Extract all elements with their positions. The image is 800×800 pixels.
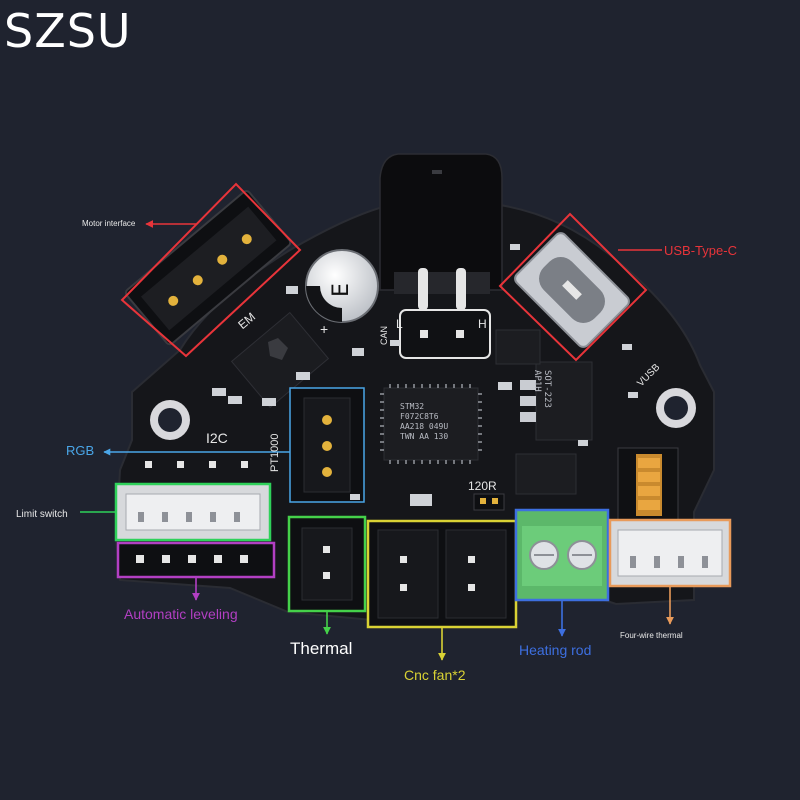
silkscreen-pt1000: PT1000 bbox=[269, 433, 281, 472]
usb-type-c-label: USB-Type-C bbox=[664, 243, 737, 258]
motor-highlight-box bbox=[120, 182, 302, 358]
silkscreen-h: H bbox=[478, 317, 487, 331]
limit-switch-label: Limit switch bbox=[16, 509, 68, 520]
silkscreen-can: CAN bbox=[379, 325, 389, 345]
usb-highlight-box bbox=[498, 212, 648, 362]
motor-connector bbox=[124, 190, 292, 346]
automatic-leveling-label: Automatic leveling bbox=[124, 606, 238, 622]
motor-interface-label: Motor interface bbox=[82, 219, 136, 228]
jumper-120r bbox=[473, 493, 505, 511]
can-housing bbox=[379, 153, 503, 291]
silkscreen-plus: + bbox=[320, 321, 329, 337]
brand-watermark: SZSU bbox=[4, 4, 132, 58]
svg-text:E: E bbox=[329, 283, 354, 297]
usb-c-connector bbox=[514, 232, 630, 348]
small-ic bbox=[515, 453, 577, 495]
cnc-fan-label: Cnc fan*2 bbox=[404, 667, 466, 683]
rgb-label: RGB bbox=[66, 443, 95, 458]
regulator-marking: SOT-223 AP1H bbox=[532, 370, 552, 408]
i2c-header bbox=[145, 461, 248, 468]
mcu-marking: STM32 F072C8T6 AA218 049U TWN AA 130 bbox=[400, 402, 449, 441]
thermal-label: Thermal bbox=[290, 639, 353, 658]
smd-components bbox=[212, 244, 638, 506]
four-wire-thermal-label: Four-wire thermal bbox=[620, 631, 683, 640]
heating-rod-label: Heating rod bbox=[519, 642, 592, 658]
can-connector bbox=[399, 309, 491, 359]
driver-chip bbox=[230, 311, 330, 409]
mcu-chip bbox=[383, 387, 479, 461]
silkscreen-i2c: I2C bbox=[206, 430, 228, 446]
mosfet bbox=[495, 329, 541, 365]
silkscreen-120r: 120R bbox=[468, 479, 497, 493]
regulator-chip bbox=[535, 361, 593, 441]
silkscreen-l: L bbox=[396, 317, 403, 331]
